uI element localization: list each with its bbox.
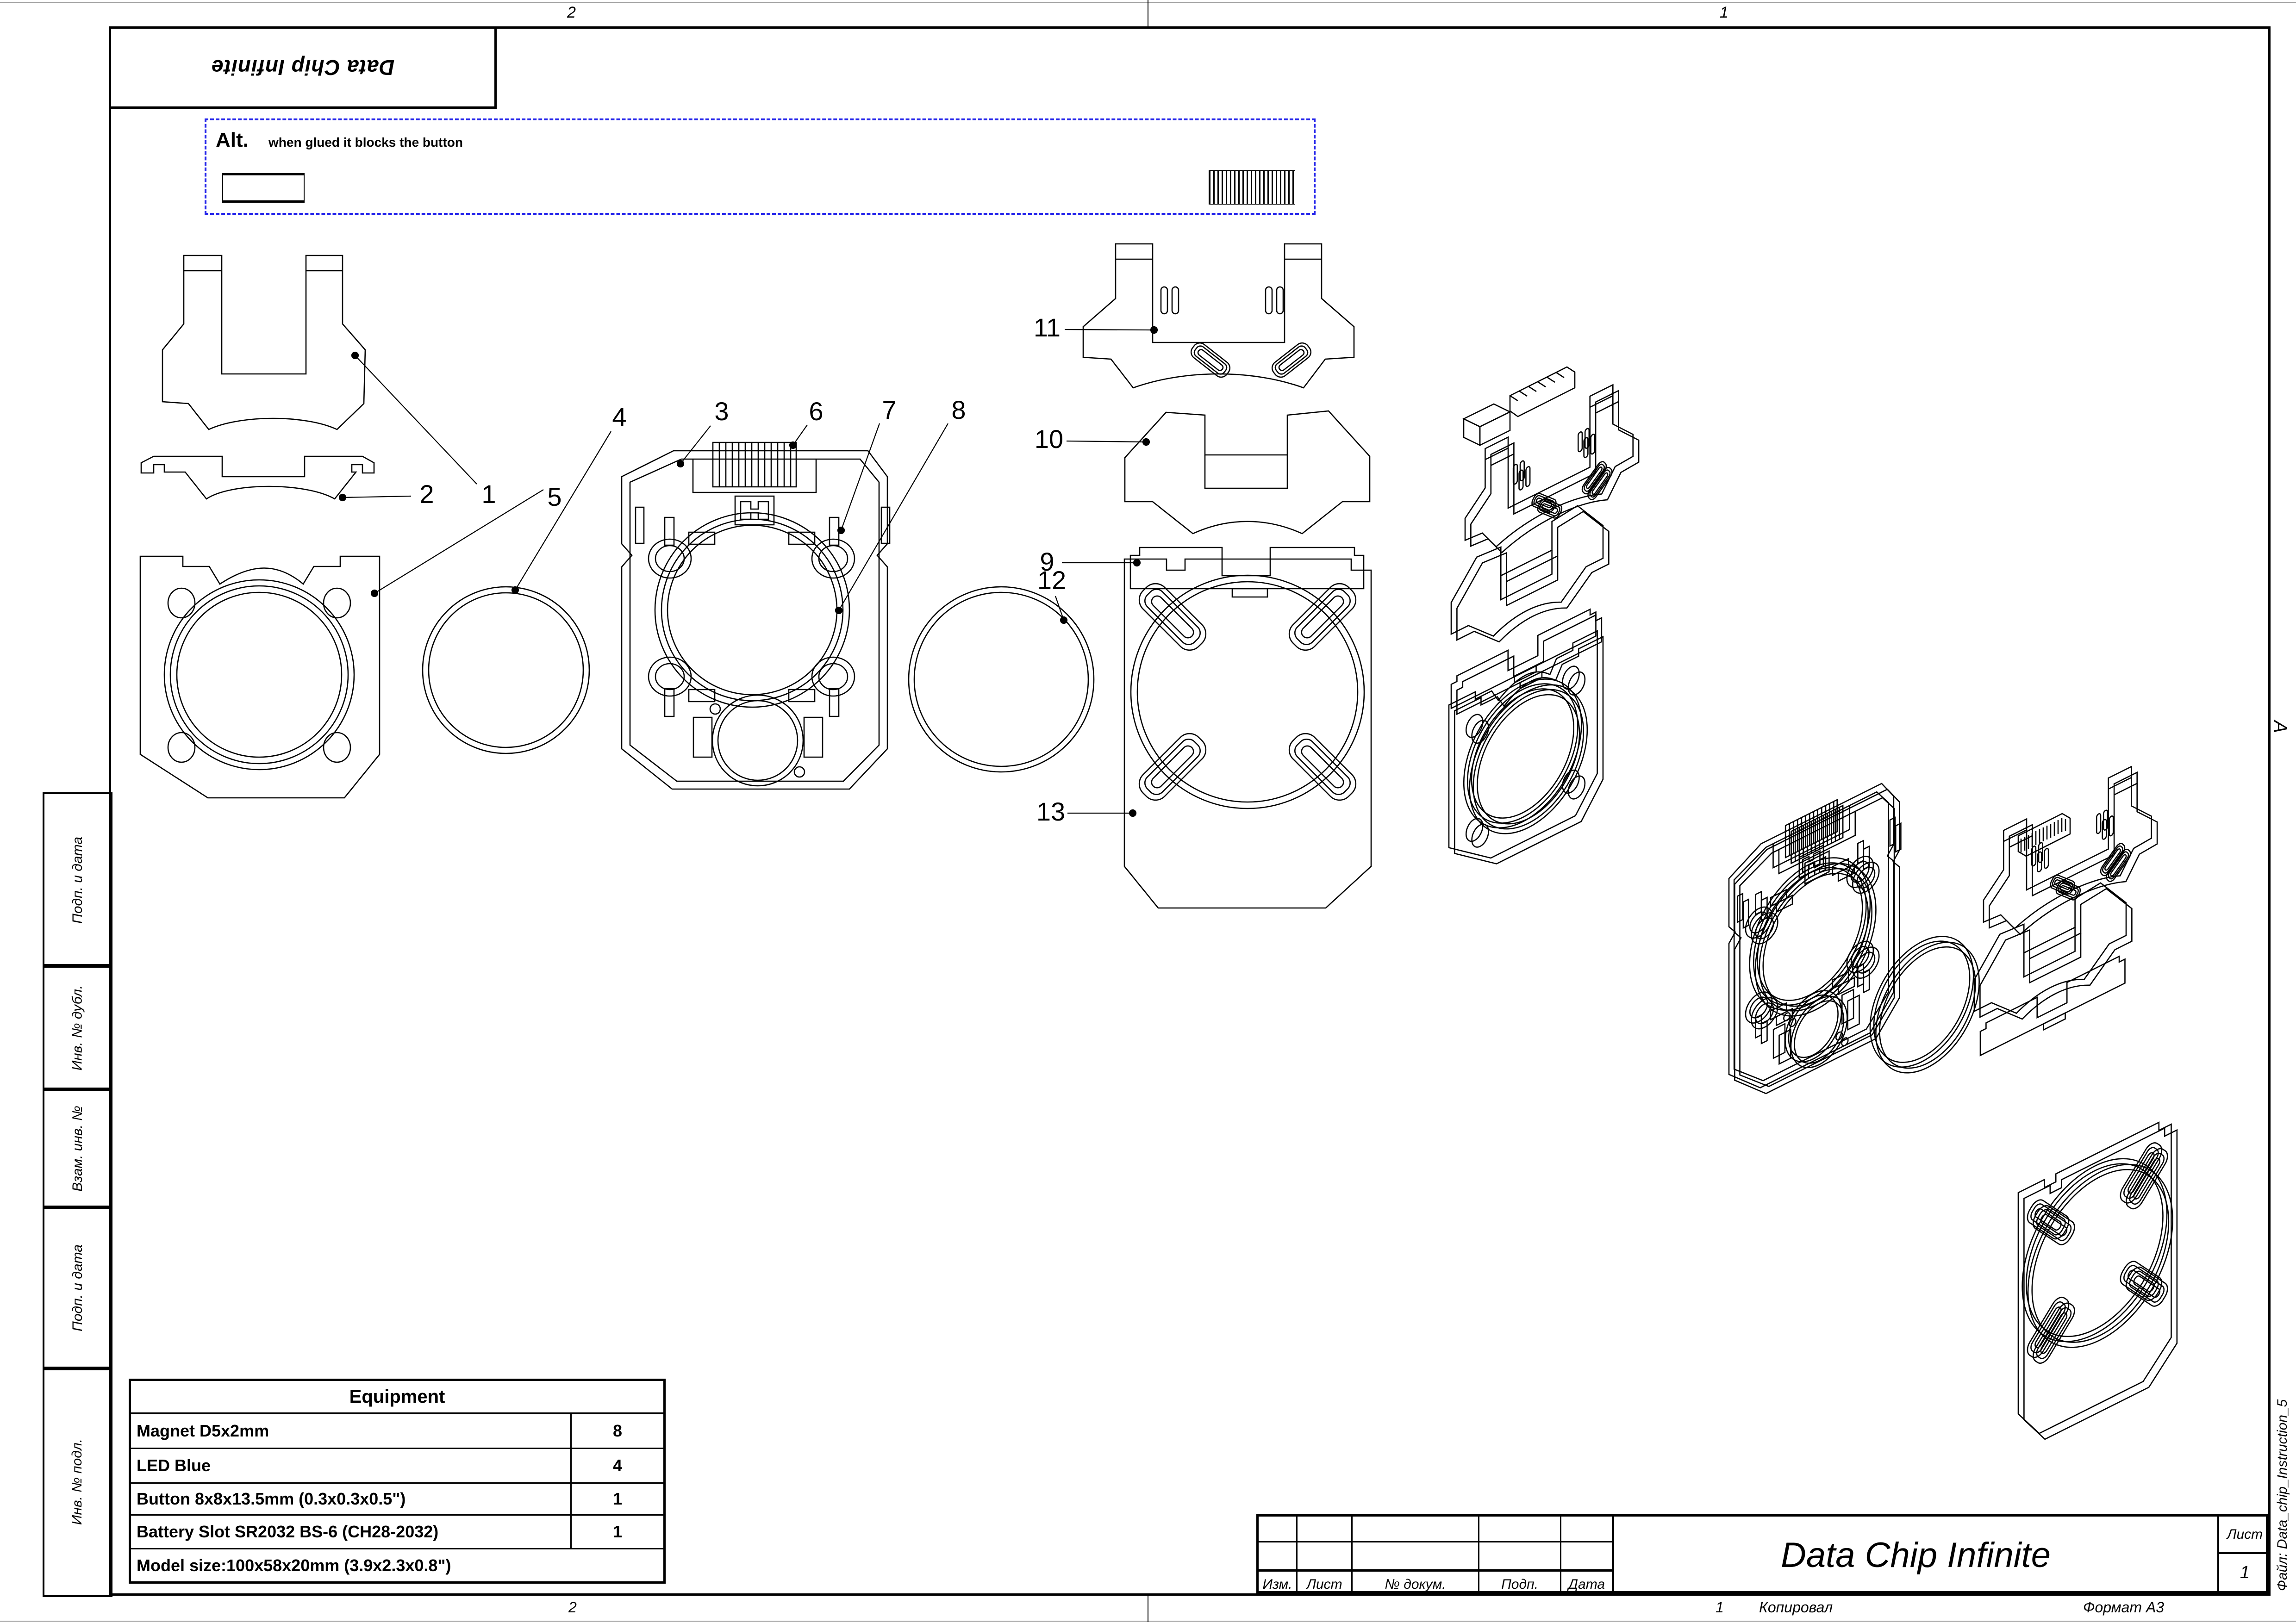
title-block-col-data: Дата [1568, 1577, 1605, 1592]
alt-note-coil-hatch [1209, 170, 1295, 205]
part-spacer-bar [1130, 547, 1364, 597]
callout-9: 9 [1040, 547, 1140, 576]
zone-number-top-1: 1 [1720, 4, 1728, 21]
iso-part-winged-cover-2 [1973, 870, 2133, 1041]
sidebar-cell-sign-date-2: Подп. и дата [43, 1206, 112, 1370]
callout-1: 1 [352, 352, 496, 509]
sidebar-cell-vzam-inv: Взам. инв. № [43, 1088, 112, 1209]
table-row: Button 8x8x13.5mm (0.3x0.3x0.5") 1 [131, 1484, 663, 1516]
alt-note-text: when glued it blocks the button [268, 135, 463, 149]
alt-note-rectangle [222, 173, 305, 203]
callout-number: 2 [419, 479, 434, 509]
title-block-sheet-label: Лист [2227, 1527, 2263, 1542]
part-middle-bracket [141, 456, 374, 499]
zone-number-top-2: 2 [567, 4, 576, 21]
equipment-table-header: Equipment [131, 1381, 663, 1414]
part-clip-plate [1124, 559, 1371, 908]
equipment-qty: 4 [612, 1456, 623, 1475]
part-main-body [622, 442, 890, 789]
part-top-bracket [162, 255, 365, 429]
part-back-plate [140, 556, 380, 798]
equipment-name: Battery Slot SR2032 BS-6 (CH28-2032) [131, 1516, 572, 1548]
coin-battery-pocket [693, 695, 823, 786]
title-block-col-list: Лист [1306, 1577, 1342, 1592]
callout-10: 10 [1035, 424, 1149, 454]
sidebar-cell-sign-date-1: Подп. и дата [43, 792, 112, 968]
sidebar-cell-inv-dupl: Инв. № дубл. [43, 964, 112, 1091]
title-block-title: Data Chip Infinite [1781, 1536, 2051, 1575]
callout-13: 13 [1036, 797, 1136, 826]
footer-copied-label: Копировал [1759, 1599, 1833, 1616]
callout-number: 11 [1034, 313, 1061, 342]
top-stamp-box: Data Chip Infinite [109, 26, 497, 109]
callout-number: 12 [1037, 566, 1066, 595]
isometric-exploded-view [1448, 367, 2177, 1450]
callout-2: 2 [339, 479, 434, 509]
title-block-sheet-number: 1 [2240, 1563, 2250, 1582]
callout-4: 4 [512, 402, 627, 593]
callout-5: 5 [371, 482, 562, 597]
callout-8: 8 [836, 395, 966, 614]
drawing-frame [109, 26, 2271, 1596]
callout-number: 7 [882, 395, 896, 424]
callout-number: 6 [809, 397, 823, 426]
part-winged-cover [1125, 411, 1370, 534]
callout-number: 9 [1040, 547, 1054, 576]
alt-note-title: Alt. [216, 129, 249, 151]
footer-format-label: Формат А3 [2083, 1599, 2165, 1616]
equipment-name: Button 8x8x13.5mm (0.3x0.3x0.5") [131, 1484, 572, 1514]
sidebar-cell-inv-podl: Инв. № подл. [43, 1367, 112, 1597]
table-row: Battery Slot SR2032 BS-6 (CH28-2032) 1 [131, 1516, 663, 1549]
callout-number: 1 [481, 479, 496, 509]
callout-3: 3 [677, 397, 729, 467]
title-block-col-izm: Изм. [1262, 1577, 1292, 1592]
table-row: LED Blue 4 [131, 1449, 663, 1484]
title-block-col-podp: Подп. [1501, 1577, 1538, 1592]
callout-number: 10 [1035, 424, 1063, 454]
part-lens-disc [909, 587, 1094, 772]
iso-part-clip-plate [2018, 1116, 2177, 1450]
equipment-model-size: Model size:100x58x20mm (3.9x2.3x0.8") [137, 1555, 451, 1575]
callout-7: 7 [838, 395, 897, 534]
part-clip-bracket [1083, 244, 1354, 388]
equipment-name: Magnet D5x2mm [131, 1414, 572, 1448]
callout-11: 11 [1034, 313, 1157, 342]
led-well [649, 517, 855, 716]
callout-number: 13 [1036, 797, 1065, 826]
equipment-table: Equipment Magnet D5x2mm 8 LED Blue 4 But… [129, 1379, 666, 1584]
callout-number: 4 [612, 402, 626, 431]
table-row: Magnet D5x2mm 8 [131, 1414, 663, 1449]
footer-zone-1: 1 [1716, 1599, 1724, 1616]
title-block: Изм. Лист № докум. Подп. Дата Data Chip … [1256, 1514, 2271, 1596]
part-ring [423, 587, 589, 753]
callout-number: 3 [714, 397, 729, 426]
battery-slot [713, 442, 796, 487]
iso-part-main-body [1728, 770, 1902, 1110]
alt-note-box [205, 118, 1316, 215]
title-block-col-docnum: № докум. [1385, 1577, 1446, 1592]
equipment-name: LED Blue [131, 1449, 572, 1482]
footer-zone-2: 2 [568, 1599, 577, 1616]
callouts: 1 2 3 4 5 6 7 8 [339, 313, 1157, 826]
callout-12: 12 [1037, 566, 1067, 623]
equipment-qty: 8 [612, 1421, 623, 1440]
equipment-qty: 1 [612, 1522, 623, 1541]
callout-6: 6 [790, 397, 824, 448]
iso-magnet-cube [1464, 404, 1510, 445]
iso-part-spacer-bar [1450, 606, 1602, 721]
callout-number: 5 [547, 482, 562, 511]
equipment-qty: 1 [612, 1489, 623, 1508]
iso-part-clip-bracket-2 [1984, 757, 2157, 950]
iso-magnet-bar [1510, 367, 1575, 417]
callout-number: 8 [951, 395, 966, 424]
